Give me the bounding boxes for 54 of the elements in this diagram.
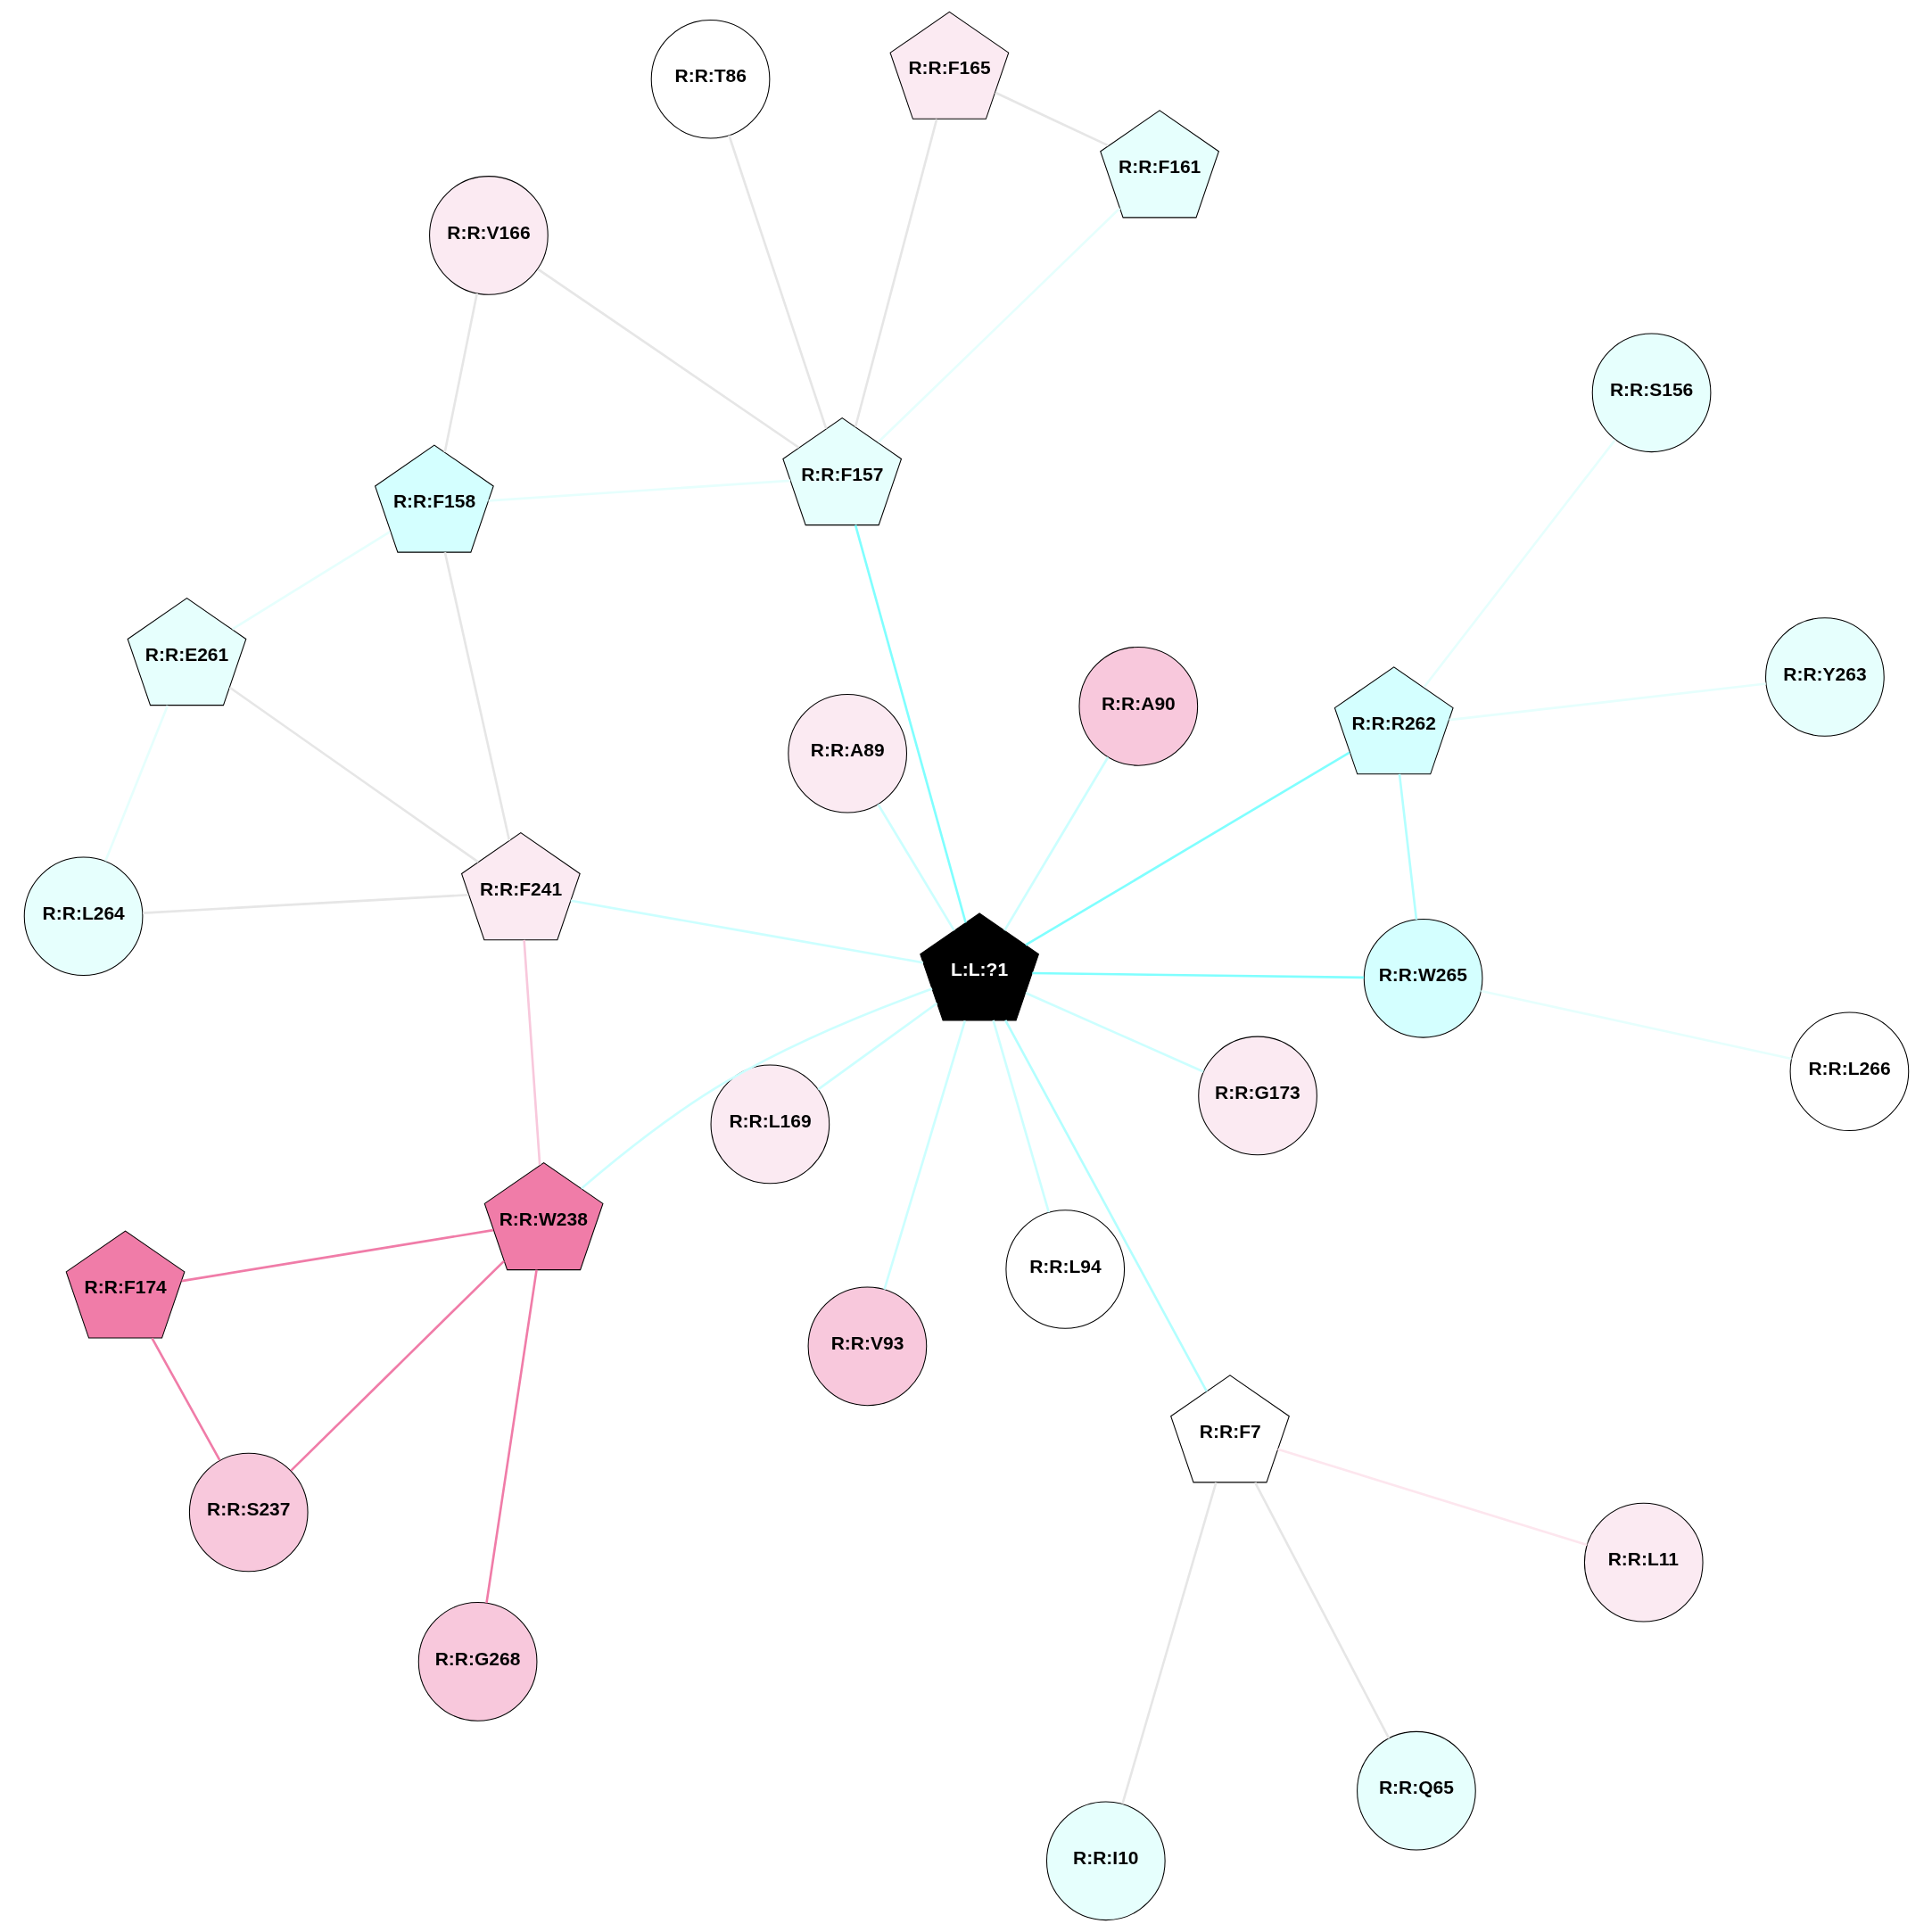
connector <box>1253 1482 1390 1739</box>
node-circle: R:R:L264 <box>23 856 143 977</box>
node-circle: R:R:L94 <box>1004 1210 1125 1329</box>
connector <box>994 91 1109 147</box>
connector <box>1120 1482 1218 1804</box>
connector <box>1449 682 1766 722</box>
connector <box>1003 756 1109 931</box>
node-circle: R:R:S156 <box>1591 333 1711 453</box>
connector <box>816 1002 937 1091</box>
connector <box>854 524 967 923</box>
connector <box>1024 751 1350 946</box>
connector <box>228 686 479 863</box>
node-circle: R:R:L11 <box>1583 1502 1704 1622</box>
node-circle: R:R:A89 <box>787 693 907 813</box>
node-circle: R:R:S237 <box>188 1452 309 1573</box>
connector <box>580 987 932 1190</box>
node-circle: R:R:W265 <box>1363 918 1482 1038</box>
connector <box>570 899 923 964</box>
node-circle: R:R:V93 <box>807 1286 927 1407</box>
connector <box>882 1020 966 1291</box>
connector <box>181 1228 493 1283</box>
connector <box>1423 439 1616 689</box>
node-circle: R:R:G268 <box>417 1602 537 1721</box>
node-circle: R:R:L266 <box>1789 1011 1909 1132</box>
node-circle: R:R:G173 <box>1197 1036 1317 1156</box>
node-circle: R:R:A90 <box>1077 647 1198 766</box>
connector <box>876 804 955 931</box>
node-circle: R:R:I10 <box>1045 1801 1166 1921</box>
connector <box>854 119 937 427</box>
connector <box>991 1020 1050 1213</box>
node-circle: R:R:T86 <box>650 19 770 139</box>
connector <box>289 1259 505 1472</box>
connector <box>1025 992 1204 1073</box>
connector <box>727 135 827 430</box>
node-circle: R:R:Q65 <box>1356 1730 1476 1851</box>
node-circle: R:R:V166 <box>428 176 549 295</box>
connector <box>1480 989 1792 1061</box>
connector <box>537 268 799 449</box>
connector <box>142 893 468 914</box>
connector <box>442 293 478 453</box>
connector <box>484 1269 538 1604</box>
connector <box>522 939 541 1166</box>
connector <box>1031 971 1364 979</box>
connector <box>150 1337 221 1461</box>
connector <box>488 479 790 502</box>
connector <box>231 531 391 631</box>
connector <box>103 705 169 862</box>
connector <box>877 207 1120 443</box>
connector <box>1003 1020 1208 1392</box>
connector <box>443 551 510 841</box>
node-circle: R:R:Y263 <box>1764 617 1885 737</box>
node-circle: R:R:L169 <box>710 1064 830 1185</box>
connector <box>1276 1448 1588 1547</box>
connector <box>1398 773 1417 921</box>
